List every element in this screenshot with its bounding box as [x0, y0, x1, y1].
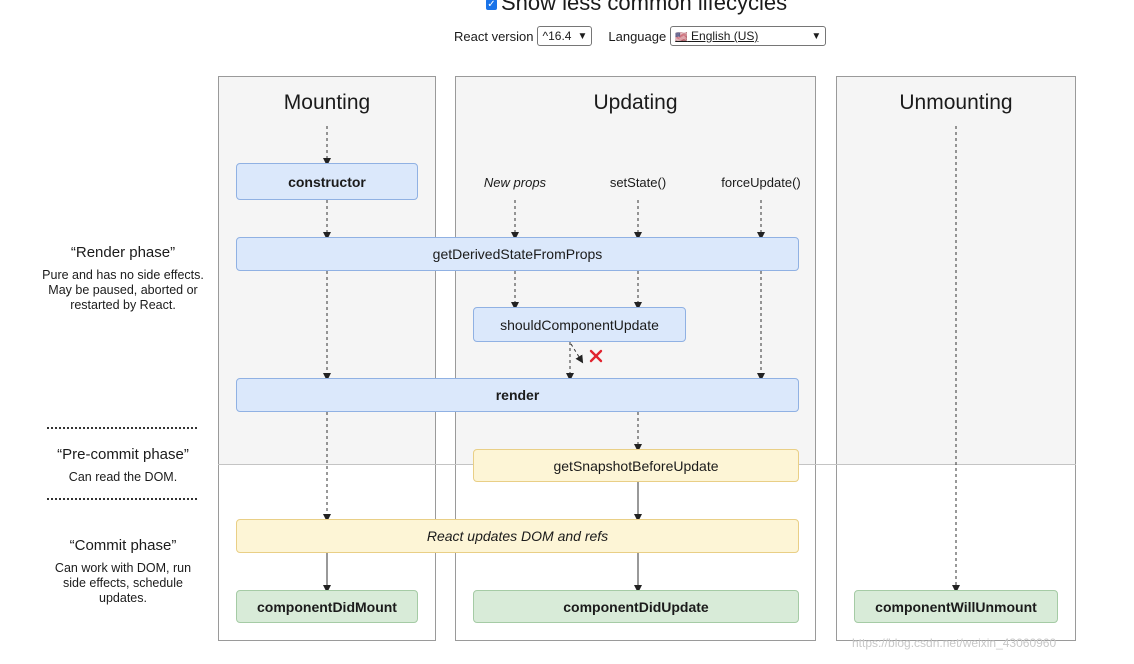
- render-phase-title: “Render phase”: [70, 244, 176, 261]
- trigger-force-update: forceUpdate(): [721, 175, 801, 190]
- mounting-title: Mounting: [283, 91, 371, 114]
- chevron-down-icon: ▼: [811, 30, 822, 42]
- show-less-toggle[interactable]: ✓ Show less common lifecycles: [486, 0, 787, 16]
- react-version-label: React version: [454, 28, 534, 44]
- language-select[interactable]: 🇺🇸 English (US) ▼: [670, 26, 827, 46]
- react-version-value: ^16.4: [542, 29, 572, 43]
- render-phase-desc: Pure and has no side effects. May be pau…: [42, 268, 204, 312]
- component-will-unmount-box: componentWillUnmount: [854, 590, 1058, 623]
- flag-us-icon: 🇺🇸: [675, 32, 688, 43]
- updating-title: Updating: [593, 91, 678, 114]
- unmounting-title: Unmounting: [899, 91, 1013, 114]
- show-less-checkbox[interactable]: ✓: [486, 0, 497, 10]
- trigger-set-state: setState(): [609, 175, 667, 190]
- language-label: Language: [608, 28, 667, 44]
- get-snapshot-box: getSnapshotBeforeUpdate: [473, 449, 799, 482]
- precommit-phase-desc: Can read the DOM.: [68, 470, 178, 484]
- component-did-update-box: componentDidUpdate: [473, 590, 799, 623]
- cancel-x-icon: [589, 349, 603, 363]
- react-version-select[interactable]: ^16.4 ▼: [537, 26, 593, 46]
- phase-separator: [47, 427, 197, 429]
- precommit-phase-title: “Pre-commit phase”: [57, 446, 189, 463]
- chevron-down-icon: ▼: [577, 30, 588, 42]
- commit-phase-title: “Commit phase”: [69, 537, 177, 554]
- watermark: https://blog.csdn.net/weixin_43060960: [852, 636, 1057, 650]
- component-did-mount-box: componentDidMount: [236, 590, 418, 623]
- trigger-new-props: New props: [483, 175, 547, 190]
- show-less-label: Show less common lifecycles: [501, 0, 788, 15]
- controls-bar: React version ^16.4 ▼ Language 🇺🇸 Englis…: [454, 26, 827, 46]
- phase-separator: [47, 498, 197, 500]
- react-updates-box: React updates DOM and refs: [236, 519, 799, 553]
- language-value: English (US): [691, 29, 759, 43]
- commit-phase-desc: Can work with DOM, run side effects, sch…: [54, 561, 192, 605]
- constructor-box: constructor: [236, 163, 418, 200]
- render-box: render: [236, 378, 799, 412]
- should-component-update-box: shouldComponentUpdate: [473, 307, 686, 342]
- get-derived-state-box: getDerivedStateFromProps: [236, 237, 799, 271]
